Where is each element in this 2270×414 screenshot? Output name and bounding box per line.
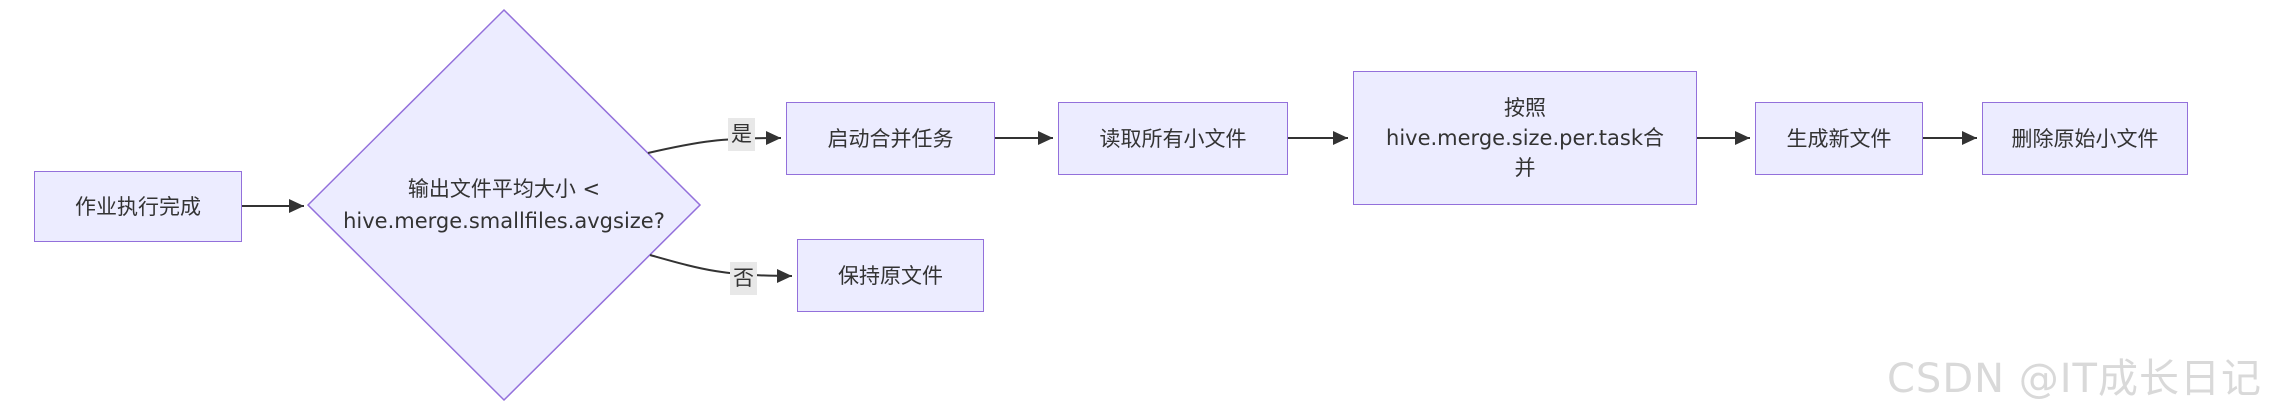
node-generate-new-file: 生成新文件 — [1755, 102, 1923, 175]
node-label-line-2: hive.merge.size.per.task合 — [1386, 126, 1664, 150]
decision-diamond-shape — [306, 8, 702, 402]
node-label: 作业执行完成 — [75, 194, 201, 219]
node-job-complete: 作业执行完成 — [34, 171, 242, 242]
node-label-line-1: 按照 — [1504, 96, 1546, 120]
node-decision-label: 输出文件平均大小 < hive.merge.smallfiles.avgsize… — [324, 171, 684, 239]
node-read-small-files: 读取所有小文件 — [1058, 102, 1288, 175]
node-merge-per-task: 按照 hive.merge.size.per.task合 并 — [1353, 71, 1697, 205]
node-delete-original-small-files: 删除原始小文件 — [1982, 102, 2188, 175]
node-label: 删除原始小文件 — [2011, 126, 2159, 151]
node-label: 启动合并任务 — [827, 126, 954, 151]
decision-line-1: 输出文件平均大小 < — [407, 177, 601, 201]
node-keep-original-file: 保持原文件 — [797, 239, 984, 312]
edge-label-yes: 是 — [728, 118, 755, 151]
edge-decision-no — [649, 254, 793, 283]
csdn-watermark: CSDN @IT成长日记 — [1887, 356, 2262, 402]
node-label: 保持原文件 — [838, 263, 943, 288]
node-label-line-3: 并 — [1514, 156, 1536, 180]
edge-label-no: 否 — [730, 262, 757, 295]
edge-decision-yes — [647, 131, 782, 154]
decision-line-2: hive.merge.smallfiles.avgsize? — [343, 209, 665, 233]
node-start-merge-task: 启动合并任务 — [786, 102, 995, 175]
node-label: 生成新文件 — [1786, 126, 1892, 151]
node-label: 读取所有小文件 — [1099, 126, 1247, 151]
